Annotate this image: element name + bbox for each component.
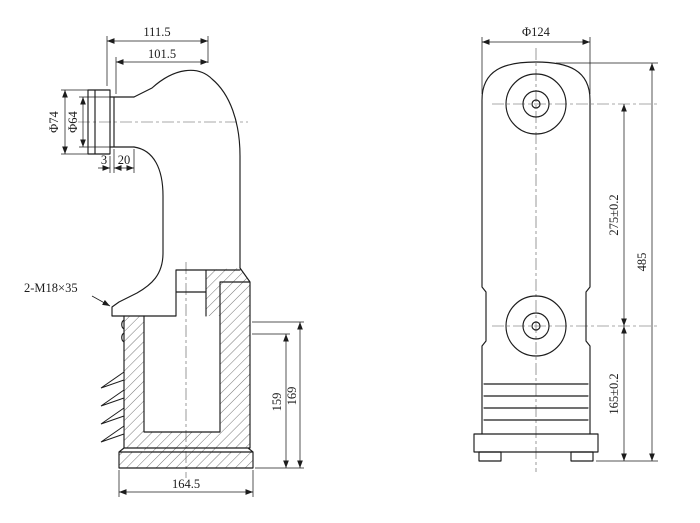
base-foot [478, 451, 502, 462]
shed-fin [100, 389, 125, 407]
hatch-inner-bottom [144, 432, 220, 452]
dim-overall-width: 111.5 [143, 25, 170, 39]
left-view: 111.5 101.5 Φ74 Φ64 3 20 2-M18×35 159 16… [24, 25, 304, 497]
dim-base-width: 164.5 [172, 477, 200, 491]
dim-height-159: 159 [270, 393, 284, 412]
front-body-outline [481, 61, 591, 435]
thread-callout: 2-M18×35 [24, 281, 78, 295]
dim-groove-3: 3 [101, 153, 107, 167]
bottom-terminal-inner-circle [522, 312, 550, 340]
body-right-outline [133, 69, 241, 269]
right-view: Φ124 275±0.2 165±0.2 485 [473, 25, 658, 472]
extension-line [481, 37, 591, 94]
hatch-right-wall [220, 282, 250, 448]
extension-line [556, 62, 658, 462]
front-base-flange [473, 433, 599, 453]
dim-pole-centers: 275±0.2 [607, 194, 621, 235]
housing-top-ribs [121, 319, 125, 343]
shed-fin [100, 425, 125, 443]
insert-detail [175, 269, 241, 317]
housing-inner-cavity [143, 315, 221, 433]
shed-fin [100, 407, 125, 425]
dim-lower-height: 165±0.2 [607, 373, 621, 414]
dim-height-169: 169 [285, 387, 299, 406]
extension-line [106, 36, 209, 94]
base-foot [570, 451, 594, 462]
dim-inner-width: 101.5 [148, 47, 176, 61]
top-terminal-outer-circle [505, 73, 567, 135]
top-terminal-hole [531, 99, 541, 109]
terminal-flange-outline [87, 89, 111, 155]
leader-line [91, 295, 111, 307]
shed-rib-lines [483, 383, 589, 421]
hatch-left-wall [124, 316, 144, 448]
hatch-base [119, 452, 253, 468]
terminal-tube-outline [109, 96, 135, 148]
body-left-outline [111, 146, 164, 317]
base-flange-outline [118, 447, 254, 469]
dim-top-diameter: Φ124 [522, 25, 551, 39]
hatch-upper-wedge [206, 268, 250, 316]
housing-right-outline [219, 267, 251, 449]
bottom-terminal-outer-circle [505, 295, 567, 357]
dim-flange-diameter: Φ74 [47, 110, 61, 132]
dim-tube-diameter: Φ64 [66, 110, 80, 132]
top-terminal-inner-circle [522, 90, 550, 118]
shed-fin [100, 371, 125, 389]
dim-collar-20: 20 [118, 153, 131, 167]
dim-total-height: 485 [635, 253, 649, 272]
bottom-terminal-hole [531, 321, 541, 331]
